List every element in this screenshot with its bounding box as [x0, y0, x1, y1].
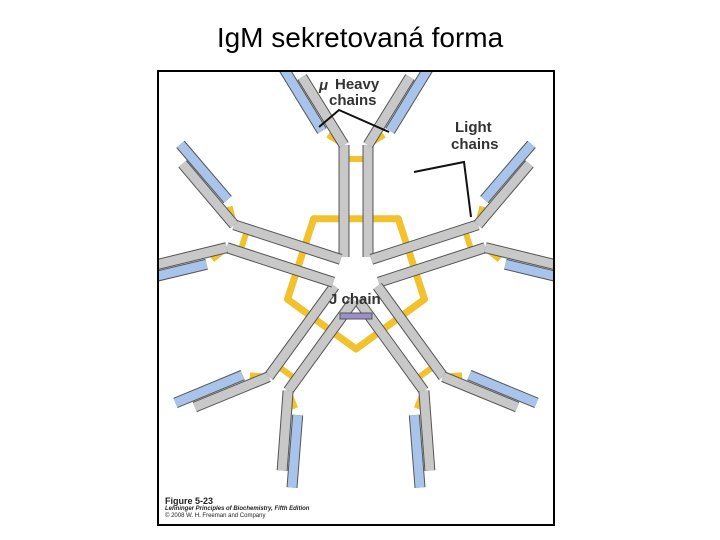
monomer-4	[173, 282, 359, 489]
heavy-chain-arm	[419, 390, 435, 471]
light-chain	[467, 370, 539, 408]
heavy-chains-label-line2: chains	[329, 92, 377, 109]
monomer-1	[279, 72, 433, 257]
light-chain	[280, 72, 326, 134]
light-chain	[159, 259, 208, 281]
igm-diagram: μ Heavy chains Light chains J chain	[159, 72, 553, 489]
disulfide-bond	[352, 295, 428, 353]
heavy-chain-stem	[232, 220, 343, 264]
heavy-chain-arm	[193, 372, 271, 412]
light-chain	[504, 259, 553, 281]
monomer-2	[369, 140, 553, 288]
heavy-chain-stem	[225, 243, 335, 287]
j-chain-group	[339, 312, 373, 320]
heavy-chain-arm	[179, 160, 238, 228]
light-chain	[177, 141, 232, 203]
disulfide-bond	[394, 215, 428, 303]
light-chain	[480, 141, 535, 203]
heavy-chain-arm	[298, 74, 348, 148]
light-chains-label-line2: chains	[451, 136, 499, 153]
figure-number: Figure 5-23	[165, 495, 214, 506]
j-chain-label: J chain	[329, 291, 381, 308]
light-chain	[287, 414, 303, 488]
mu-symbol: μ	[318, 77, 328, 94]
heavy-chain-pointer	[318, 108, 390, 133]
heavy-chain-arm	[277, 390, 293, 471]
figure-caption: Figure 5-23 Lehninger Principles of Bioc…	[165, 496, 309, 520]
monomer-5	[159, 140, 343, 288]
light-chain-pointer	[413, 160, 472, 218]
heavy-chain-stem	[377, 243, 487, 287]
heavy-chains-label-line1: Heavy	[335, 76, 380, 93]
labels: μ Heavy chains Light chains J chain	[318, 76, 499, 308]
j-ring-bonds	[284, 215, 428, 353]
disulfide-bond	[284, 295, 360, 353]
book-title: Lehninger Principles of Biochemistry, Fi…	[165, 506, 310, 513]
heavy-chain-arm	[474, 160, 533, 228]
heavy-chain-arm	[441, 372, 519, 412]
j-chain	[339, 312, 373, 320]
monomers	[159, 72, 553, 489]
light-chain	[386, 72, 432, 134]
heavy-chain-stem	[373, 283, 447, 380]
heavy-chain-arm	[159, 243, 228, 269]
heavy-chain-arm	[364, 74, 414, 148]
light-chains-label-line1: Light	[455, 119, 492, 136]
light-chain	[173, 370, 245, 408]
heavy-chain-arm	[484, 243, 553, 269]
igm-figure: μ Heavy chains Light chains J chain Figu…	[157, 70, 555, 526]
copyright-line: © 2008 W. H. Freeman and Company	[165, 513, 266, 520]
light-chain	[409, 414, 425, 488]
monomer-3	[353, 282, 539, 489]
heavy-chain-stem	[369, 220, 480, 264]
label-pointers	[318, 108, 472, 218]
disulfide-bond	[284, 215, 318, 303]
slide-title: IgM sekretovaná forma	[216, 22, 504, 53]
heavy-chain-stem	[265, 283, 339, 380]
